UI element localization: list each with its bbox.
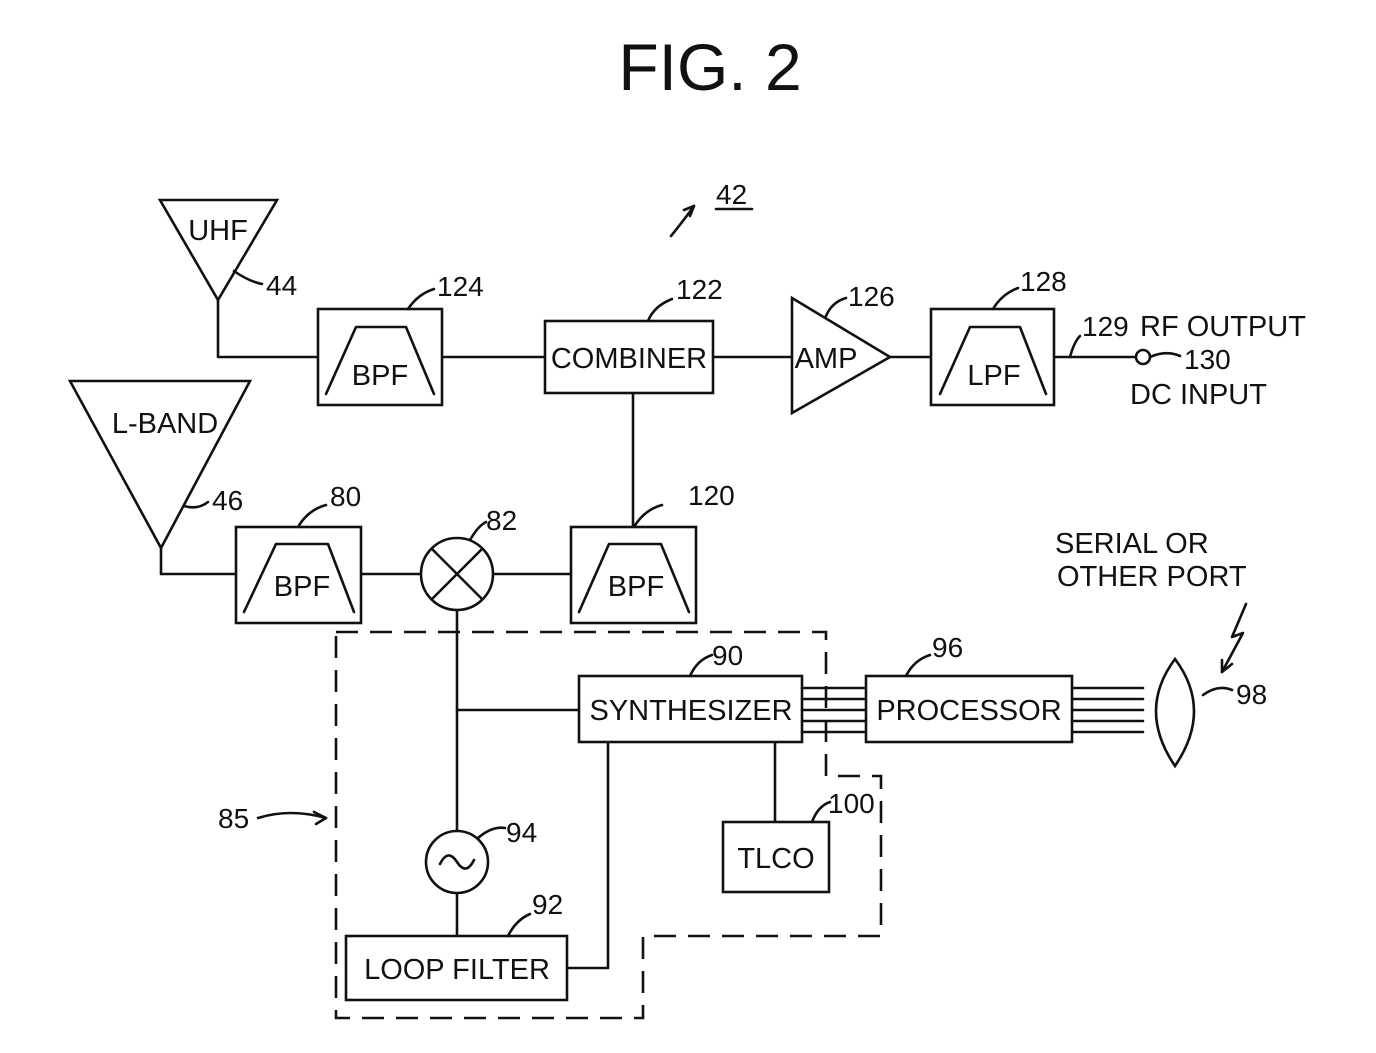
wire-uhf-bpf	[218, 300, 318, 357]
ref-90: 90	[712, 640, 743, 671]
loop-filter-block: LOOP FILTER	[346, 936, 567, 1000]
bpf-124-label: BPF	[352, 360, 408, 392]
ref-92: 92	[532, 889, 563, 920]
processor-label: PROCESSOR	[876, 695, 1061, 727]
ref-85: 85	[218, 803, 249, 834]
lband-antenna: L-BAND	[70, 381, 250, 548]
ref-98: 98	[1236, 679, 1267, 710]
serial-port-label-1: SERIAL OR	[1055, 528, 1209, 560]
wire-lband-bpf80	[161, 548, 236, 574]
synth-processor-bus	[802, 688, 866, 732]
uhf-label: UHF	[188, 215, 248, 247]
amp-block: AMP	[792, 298, 890, 413]
processor-connector-bus	[1072, 688, 1143, 732]
tlco-block: TLCO	[723, 822, 829, 892]
rf-output-label: RF OUTPUT	[1140, 311, 1306, 343]
figure-title: FIG. 2	[618, 30, 801, 104]
port-connector	[1156, 659, 1194, 766]
processor-block: PROCESSOR	[866, 676, 1072, 742]
ref-46: 46	[212, 485, 243, 516]
amp-label: AMP	[795, 343, 858, 375]
bpf-124: BPF	[318, 309, 442, 405]
serial-port-label-2: OTHER PORT	[1057, 561, 1247, 593]
oscillator-94	[426, 831, 488, 893]
lband-label: L-BAND	[112, 408, 218, 440]
ref-120: 120	[688, 480, 735, 511]
ref-42: 42	[716, 179, 747, 210]
bpf-80: BPF	[236, 527, 361, 623]
bpf-120: BPF	[571, 527, 696, 623]
wire-synth-loopfilter	[567, 742, 608, 968]
ref-100: 100	[828, 788, 875, 819]
ref-124: 124	[437, 271, 484, 302]
uhf-antenna: UHF	[160, 200, 277, 300]
lpf-label: LPF	[967, 360, 1020, 392]
tlco-label: TLCO	[737, 843, 814, 875]
ref-80: 80	[330, 481, 361, 512]
ref-126: 126	[848, 281, 895, 312]
combiner-label: COMBINER	[551, 343, 707, 375]
system-ref: 42	[671, 179, 752, 236]
bpf-120-label: BPF	[608, 571, 664, 603]
ref-129: 129	[1082, 311, 1129, 342]
wireless-link-icon	[1222, 604, 1246, 672]
synthesizer-label: SYNTHESIZER	[589, 695, 792, 727]
ref-82: 82	[486, 505, 517, 536]
ref-94: 94	[506, 817, 537, 848]
bpf-80-label: BPF	[274, 571, 330, 603]
mixer-82	[421, 538, 493, 610]
synthesizer-block: SYNTHESIZER	[579, 676, 802, 742]
dc-input-label: DC INPUT	[1130, 379, 1267, 411]
ref-128: 128	[1020, 266, 1067, 297]
lpf-128: LPF	[931, 309, 1054, 405]
ref-44: 44	[266, 270, 297, 301]
output-terminal	[1136, 350, 1150, 364]
combiner-block: COMBINER	[545, 321, 713, 393]
ref-130: 130	[1184, 344, 1231, 375]
loop-filter-label: LOOP FILTER	[364, 954, 550, 986]
ref-122: 122	[676, 274, 723, 305]
ref-96: 96	[932, 632, 963, 663]
